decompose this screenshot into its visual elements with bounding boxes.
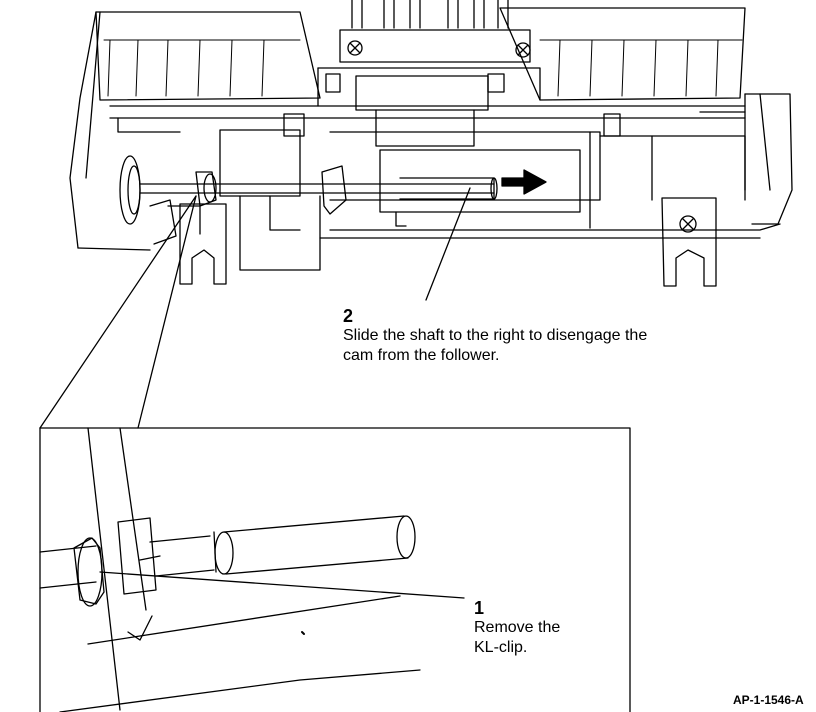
callout-step-1: 1 Remove the KL-clip. [474,598,624,658]
detail-view [39,427,631,712]
machine-frame [69,0,793,251]
leader-line-step-1 [99,571,465,599]
right-bracket [661,197,717,287]
screw-right [515,42,531,58]
base-plate [219,113,781,271]
cam [321,165,347,215]
figure-id: AP-1-1546-A [733,693,804,707]
zoom-lines [39,195,197,429]
left-gear [119,155,217,245]
vent-grille [103,39,743,97]
step-number: 1 [474,598,485,618]
callout-step-2: 2 Slide the shaft to the right to diseng… [343,306,813,366]
drive-shaft [139,177,498,200]
arrow-right-icon [501,169,547,195]
step-instruction-line: KL-clip. [474,639,528,656]
left-bracket [179,203,227,285]
step-instruction-line: Slide the shaft to the right to disengag… [343,327,648,344]
step-instruction-line: Remove the [474,619,561,636]
leader-line-step-2 [425,187,471,301]
step-number: 2 [343,306,354,326]
screw-left [347,40,363,56]
step-instruction-line: cam from the follower. [343,347,500,364]
